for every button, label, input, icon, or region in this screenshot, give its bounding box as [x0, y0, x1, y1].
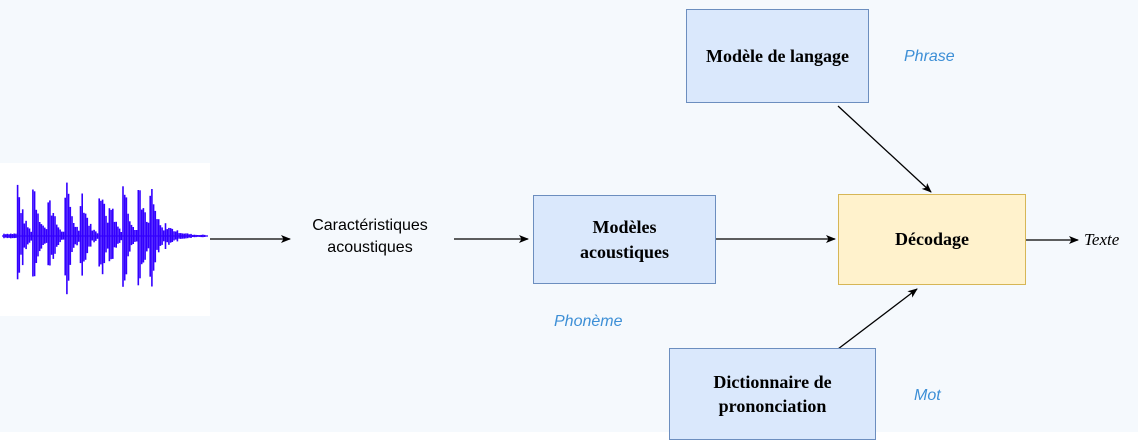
- audio-waveform-icon: [2, 182, 208, 295]
- sentence-unit-label: Phrase: [904, 48, 955, 65]
- audio-waveform-panel: [0, 163, 210, 316]
- output-text-label: Texte: [1084, 230, 1120, 249]
- word-unit-label: Mot: [914, 387, 941, 404]
- phoneme-unit-label: Phonème: [554, 313, 623, 330]
- arrow-dictionary-to-decoding: [837, 288, 918, 350]
- pronunciation-dictionary-box: Dictionnaire de prononciation: [669, 348, 876, 440]
- bottom-margin: [0, 432, 1138, 438]
- language-model-box: Modèle de langage: [686, 9, 869, 103]
- decoding-box: Décodage: [838, 194, 1026, 285]
- acoustic-models-box: Modèles acoustiques: [533, 195, 716, 284]
- arrow-language-model-to-decoding: [837, 105, 932, 193]
- acoustic-features-label: Caractéristiques acoustiques: [312, 217, 428, 256]
